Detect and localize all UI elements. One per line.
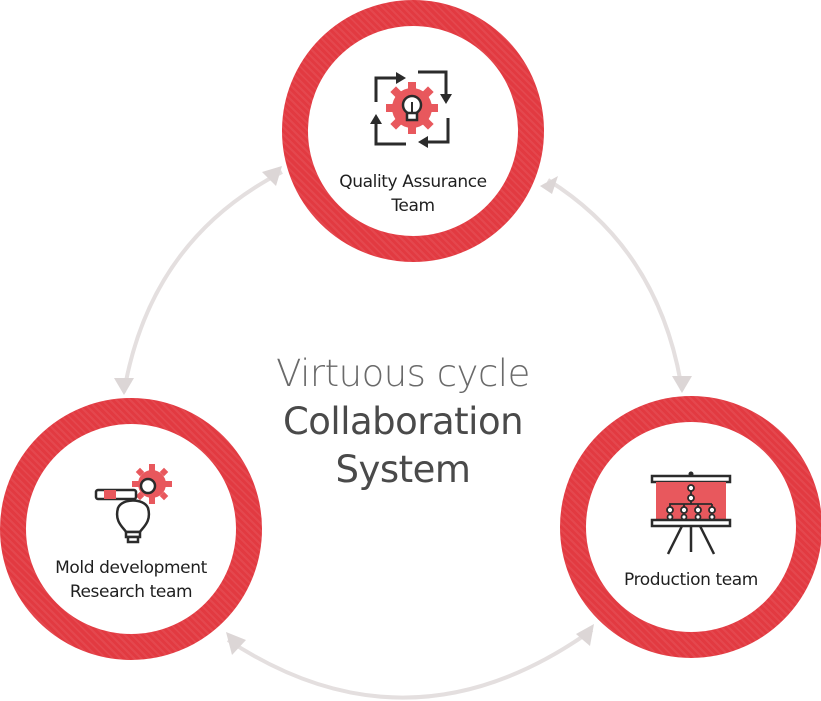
center-title-line3: System xyxy=(335,448,471,491)
arrowhead-qa-in xyxy=(262,166,282,186)
center-title-line2: Collaboration xyxy=(282,400,524,443)
arrowhead-mold-out-left xyxy=(114,378,134,395)
arrow-mold-to-qa xyxy=(122,170,283,393)
node-quality-assurance: Quality Assurance Team xyxy=(282,0,544,262)
node-mold-development: Mold development Research team xyxy=(0,398,262,660)
arrowhead-production-in xyxy=(672,376,692,393)
node-label-production: Production team xyxy=(586,568,796,592)
node-production: Production team xyxy=(560,396,821,658)
arrowhead-mold-in xyxy=(226,632,246,655)
arrowhead-qa-out-right xyxy=(540,176,558,194)
arrow-qa-to-production xyxy=(546,178,684,391)
node-label-mold: Mold development Research team xyxy=(26,556,236,604)
mold-label-line2: Research team xyxy=(69,582,193,602)
lightbulb-gear-icon xyxy=(94,464,172,544)
arrowhead-production-out-bottom xyxy=(576,624,594,646)
presentation-board-icon xyxy=(650,471,732,555)
qa-label-line2: Team xyxy=(391,196,435,216)
center-title-line1: Virtuous cycle xyxy=(276,352,530,395)
arrow-production-to-mold xyxy=(226,628,594,700)
node-label-qa: Quality Assurance Team xyxy=(308,170,518,218)
qa-label-line1: Quality Assurance xyxy=(339,172,487,192)
production-label-line1: Production team xyxy=(624,570,758,590)
lightbulb-gear-cycle-icon xyxy=(370,70,452,148)
mold-label-line1: Mold development xyxy=(55,558,207,578)
